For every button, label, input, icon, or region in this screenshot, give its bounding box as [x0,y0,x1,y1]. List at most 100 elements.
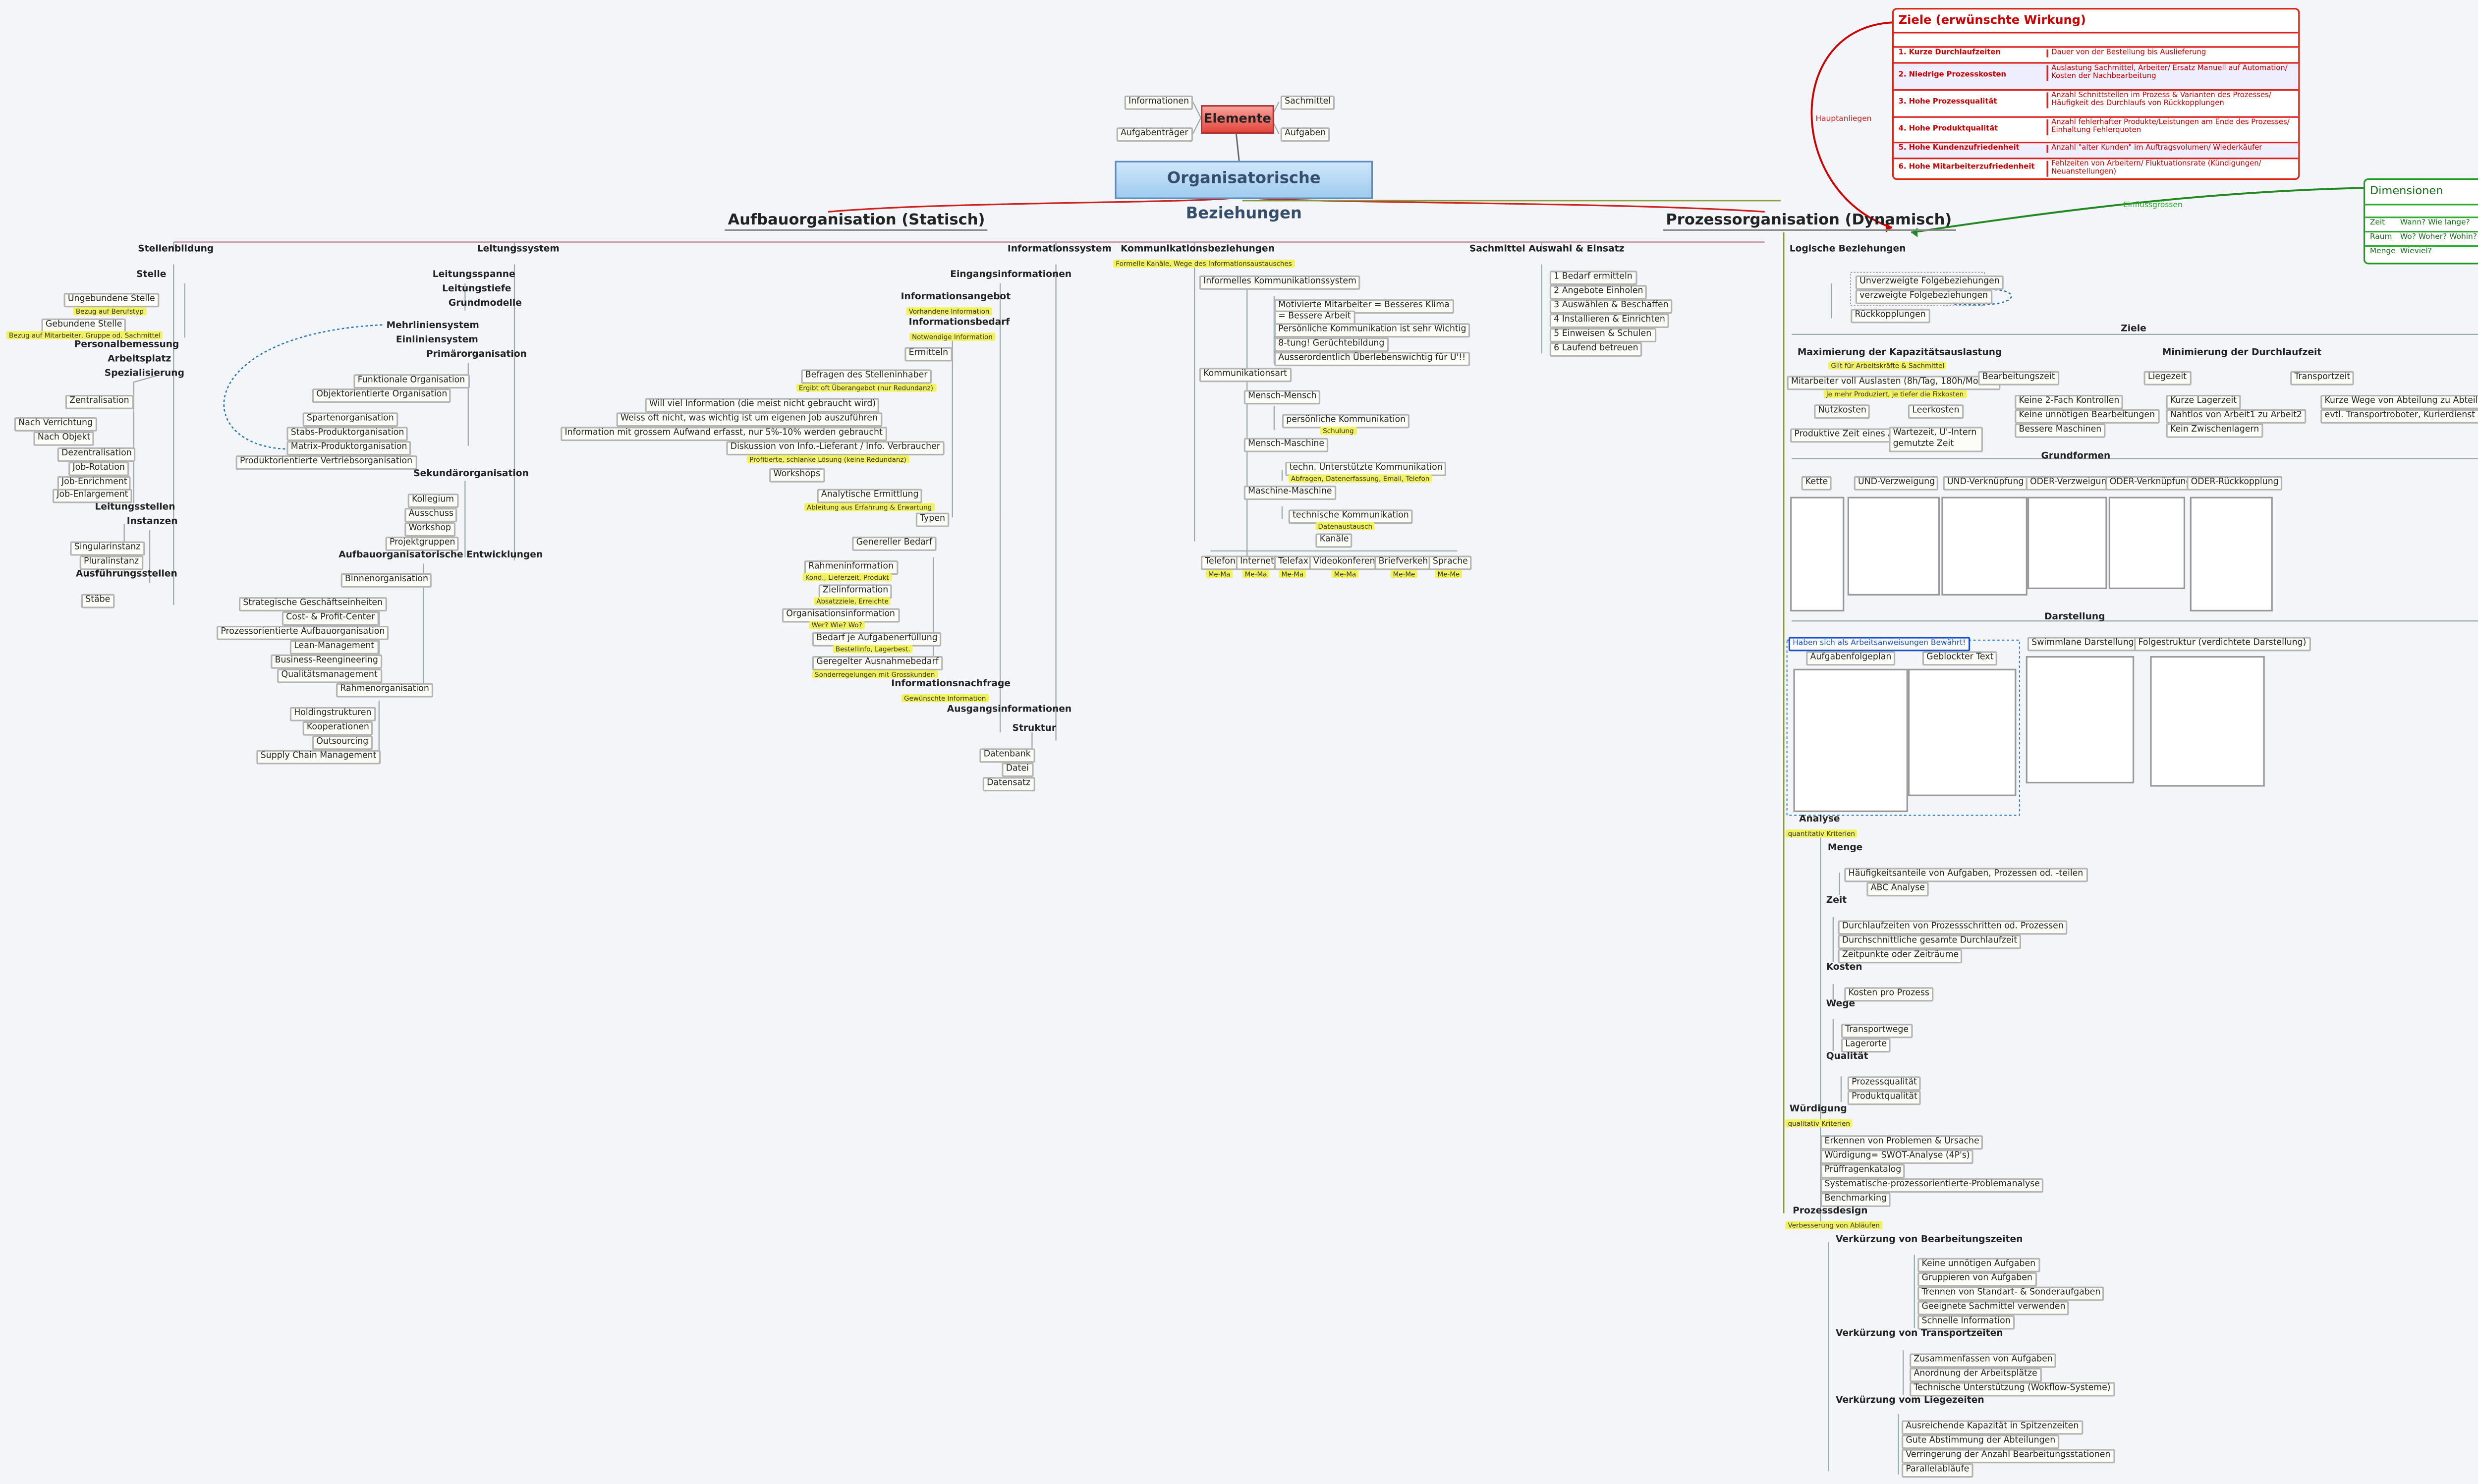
vb-4[interactable]: Geeignete Sachmittel verwenden [1917,1301,2070,1316]
typen[interactable]: Typen [915,512,950,527]
kanal-internet[interactable]: Internet [1236,555,1279,570]
kanal-telefon[interactable]: Telefon [1201,555,1240,570]
spezialisierung[interactable]: Spezialisierung [104,369,184,379]
qualitaetsmanagement[interactable]: Qualitätsmanagement [277,668,382,683]
eingangsinformationen[interactable]: Eingangsinformationen [950,271,1072,280]
wuerdigung[interactable]: Würdigung [1789,1105,1847,1115]
leitungssystem[interactable]: Leitungssystem [477,245,560,255]
instanzen[interactable]: Instanzen [126,517,178,527]
holdingstrukturen[interactable]: Holdingstrukturen [289,707,376,721]
qualitaet-produkt[interactable]: Produktqualität [1847,1091,1922,1105]
sachmittel-2[interactable]: 2 Angebote Einholen [1549,285,1647,300]
mensch-mensch[interactable]: Mensch-Mensch [1243,390,1321,405]
sekundaerorganisation[interactable]: Sekundärorganisation [413,470,529,480]
leitungstiefe[interactable]: Leitungstiefe [442,285,511,295]
will-viel-information[interactable]: Will viel Information (die meist nicht g… [645,398,880,413]
info-5-10-prozent[interactable]: Information mit grossem Aufwand erfasst,… [561,427,887,441]
kommunikationsart[interactable]: Kommunikationsart [1199,368,1292,383]
informelles-kommunikationssystem[interactable]: Informelles Kommunikationssystem [1199,275,1361,290]
datei[interactable]: Datei [1002,763,1033,777]
zeit-zeitpunkte[interactable]: Zeitpunkte oder Zeiträume [1838,949,1963,964]
outsourcing[interactable]: Outsourcing [312,735,373,750]
maximierung-kapazitaet[interactable]: Maximierung der Kapazitätsauslastung [1797,348,2002,359]
leerkosten[interactable]: Leerkosten [1908,404,1964,419]
einliniensystem[interactable]: Einliniensystem [395,336,478,346]
verkuerzung-liegezeiten[interactable]: Verkürzung vom Liegezeiten [1835,1396,1984,1406]
pluralinstanz[interactable]: Pluralinstanz [79,555,143,570]
arbeitsplatz[interactable]: Arbeitsplatz [108,355,171,365]
analyse[interactable]: Analyse [1799,815,1840,825]
analyse-qualitaet[interactable]: Qualität [1826,1052,1868,1062]
keine-unnoetigen-bearbeitungen[interactable]: Keine unnötigen Bearbeitungen [2015,409,2159,424]
persoenliche-kommunikation[interactable]: persönliche Kommunikation [1282,414,1410,429]
gf-und-verknuepfung[interactable]: UND-Verknüpfung [1943,476,2028,491]
rueckkopplungen[interactable]: Rückkopplungen [1851,309,1930,324]
spez-job-enlargement[interactable]: Job-Enlargement [53,489,132,503]
keine-2fach-kontrollen[interactable]: Keine 2-Fach Kontrollen [2015,394,2124,409]
leitungsstellen[interactable]: Leitungsstellen [95,503,175,513]
ermitteln[interactable]: Ermitteln [904,347,953,362]
kanal-videokonferenz[interactable]: Videokonferenz [1309,555,1384,570]
vl-2[interactable]: Gute Abstimmung der Abteilungen [1902,1434,2060,1449]
datenbank[interactable]: Datenbank [979,748,1035,763]
organisationsinformation[interactable]: Organisationsinformation [782,608,900,623]
staebe[interactable]: Stäbe [81,594,114,608]
gebundene-stelle[interactable]: Gebundene Stelle [41,318,126,333]
ungebundene-stelle[interactable]: Ungebundene Stelle [63,293,160,308]
befragen-stelleninhaber[interactable]: Befragen des Stelleninhaber [801,369,932,384]
vl-3[interactable]: Verringerung der Anzahl Bearbeitungsstat… [1902,1449,2115,1464]
workshops[interactable]: Workshops [769,468,825,483]
wege-lagerorte[interactable]: Lagerorte [1841,1038,1891,1053]
kanal-telefax[interactable]: Telefax [1274,555,1313,570]
informell-item-4[interactable]: 8-tung! Gerüchtebildung [1274,337,1389,352]
prozessdesign[interactable]: Prozessdesign [1793,1207,1868,1217]
gf-und-verzweigung[interactable]: UND-Verzweigung [1854,476,1939,491]
ausschuss[interactable]: Ausschuss [404,508,458,523]
verzweigte-folgebeziehungen[interactable]: verzweigte Folgebeziehungen [1855,289,1992,304]
darstellung[interactable]: Darstellung [2044,613,2105,623]
menge-abc[interactable]: ABC Analyse [1866,882,1929,897]
workshop[interactable]: Workshop [404,522,455,537]
vt-2[interactable]: Anordnung der Arbeitsplätze [1910,1368,2041,1382]
gf-oder-rueckkopplung[interactable]: ODER-Rückkopplung [2187,476,2283,491]
central-topic[interactable]: Organisatorische Beziehungen [1115,161,1373,223]
maschine-maschine[interactable]: Maschine-Maschine [1243,486,1336,500]
stellenbildung[interactable]: Stellenbildung [138,245,214,255]
gf-oder-verzweigung[interactable]: ODER-Verzweigung [2026,476,2116,491]
analyse-zeit[interactable]: Zeit [1826,896,1847,906]
kurze-wege[interactable]: Kurze Wege von Abteilung zu Abteilung [2320,394,2478,409]
lean-management[interactable]: Lean-Management [289,640,379,655]
wuerdigung-1[interactable]: Erkennen von Problemen & Ursache [1820,1135,1983,1150]
projektgruppen[interactable]: Projektgruppen [385,536,459,551]
kanaele[interactable]: Kanäle [1315,533,1353,548]
unverzweigte-folgebeziehungen[interactable]: Unverzweigte Folgebeziehungen [1855,275,2004,290]
informell-item-3[interactable]: Persönliche Kommunikation ist sehr Wicht… [1274,323,1470,338]
kurze-lagerzeit[interactable]: Kurze Lagerzeit [2166,394,2241,409]
sachmittel-5[interactable]: 5 Einweisen & Schulen [1549,328,1656,342]
singularinstanz[interactable]: Singularinstanz [70,541,145,556]
grundmodelle[interactable]: Grundmodelle [448,299,522,309]
ziele-table[interactable]: Ziele (erwünschte Wirkung) 1. Kurze Durc… [1892,8,2300,180]
kollegium[interactable]: Kollegium [407,494,458,508]
spez-job-enrichment[interactable]: Job-Enrichment [57,476,132,491]
transportzeit[interactable]: Transportzeit [2290,371,2355,385]
prozess-title[interactable]: Prozessorganisation (Dynamisch) [1662,212,1955,231]
business-reengineering[interactable]: Business-Reengineering [271,654,383,669]
funktionale-organisation[interactable]: Funktionale Organisation [353,374,469,389]
minimierung-durchlaufzeit[interactable]: Minimierung der Durchlaufzeit [2162,348,2322,359]
informationssystem[interactable]: Informationssystem [1007,245,1112,255]
wuerdigung-3[interactable]: Prüffragenkatalog [1820,1164,1906,1179]
vl-4[interactable]: Parallelabläufe [1902,1463,1973,1478]
wege-transportwege[interactable]: Transportwege [1841,1024,1913,1039]
wuerdigung-4[interactable]: Systematische-prozessorientierte-Problem… [1820,1178,2044,1193]
sachmittel-auswahl[interactable]: Sachmittel Auswahl & Einsatz [1469,245,1625,255]
analytische-ermittlung[interactable]: Analytische Ermittlung [817,489,923,503]
stabs-produktorganisation[interactable]: Stabs-Produktorganisation [286,427,408,441]
spez-job-rotation[interactable]: Job-Rotation [68,461,129,476]
bearbeitungszeit[interactable]: Bearbeitungszeit [1978,371,2059,385]
kein-zwischenlagern[interactable]: Kein Zwischenlagern [2166,423,2263,438]
